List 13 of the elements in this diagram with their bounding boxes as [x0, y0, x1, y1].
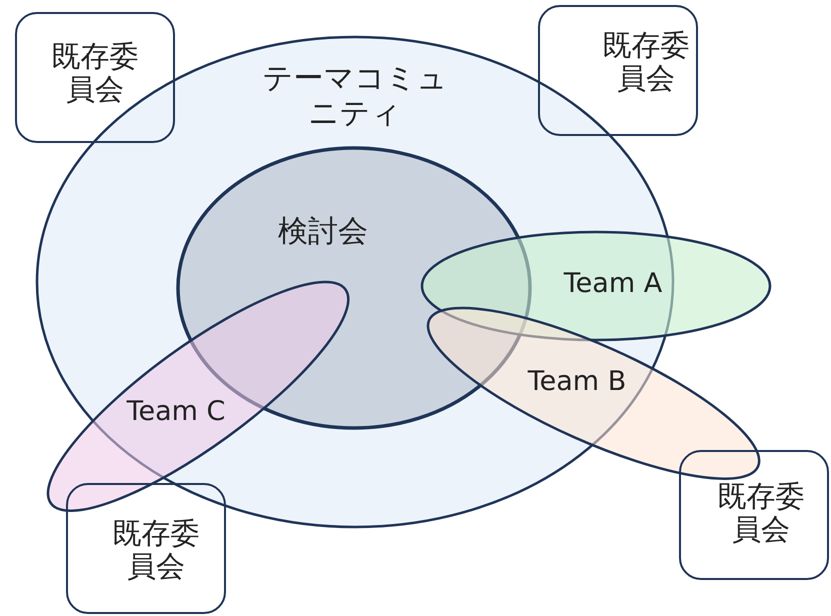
committee-label: 既存委員会: [112, 517, 200, 584]
region-label: Team C: [126, 396, 226, 428]
ellipse: [422, 232, 770, 340]
ellipse: [428, 308, 760, 478]
region-label: Team B: [526, 366, 628, 398]
committee-label: 既存委員会: [50, 40, 140, 107]
region-label: Team A: [562, 268, 664, 300]
region-label: テーマコミュニティ: [262, 62, 448, 131]
committee-label: 既存委員会: [602, 29, 690, 96]
committee-label: 既存委員会: [716, 480, 806, 547]
region-label: 検討会: [277, 215, 369, 250]
committee-box: [66, 483, 226, 614]
committee-box: [679, 450, 829, 580]
